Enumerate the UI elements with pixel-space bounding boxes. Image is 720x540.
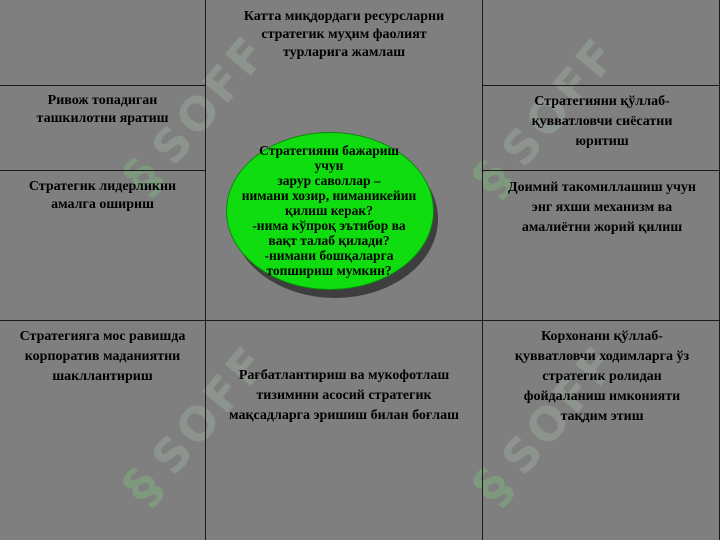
grid-divider (482, 0, 483, 540)
cell-right-3: Корхонани қўллаб- қувватловчи ходимларга… (514, 329, 690, 424)
grid-divider (482, 320, 720, 321)
cell-bottom-center: Рағбатлантириш ва мукофотлаш тизимини ас… (229, 368, 459, 423)
grid-divider (0, 85, 205, 86)
cell-right-1: Стратегияни қўллаб- қувватловчи сиёсатни… (531, 94, 673, 149)
grid-divider (482, 85, 720, 86)
grid-divider (205, 0, 206, 540)
center-ellipse-text: Стратегияни бажариш учун зарур саволлар … (241, 142, 417, 278)
cell-right-2: Доимий такомиллашиш учун энг яхши механи… (507, 180, 696, 235)
center-ellipse-text-box: Стратегияни бажариш учун зарур саволлар … (226, 132, 432, 288)
grid-divider (0, 320, 205, 321)
cell-left-1: Ривож топадиган ташкилотни яратиш (36, 93, 169, 126)
cell-top-center: Катта миқдордаги ресурсларни стратегик м… (243, 9, 445, 60)
cell-left-3: Стратегияга мос равишда корпоратив мадан… (19, 329, 186, 384)
grid-divider (0, 170, 205, 171)
grid-divider (482, 170, 720, 171)
center-ellipse (226, 132, 434, 290)
cell-left-2: Стратегик лидерликни амалга ошириш (28, 179, 177, 212)
grid-divider (205, 320, 482, 321)
